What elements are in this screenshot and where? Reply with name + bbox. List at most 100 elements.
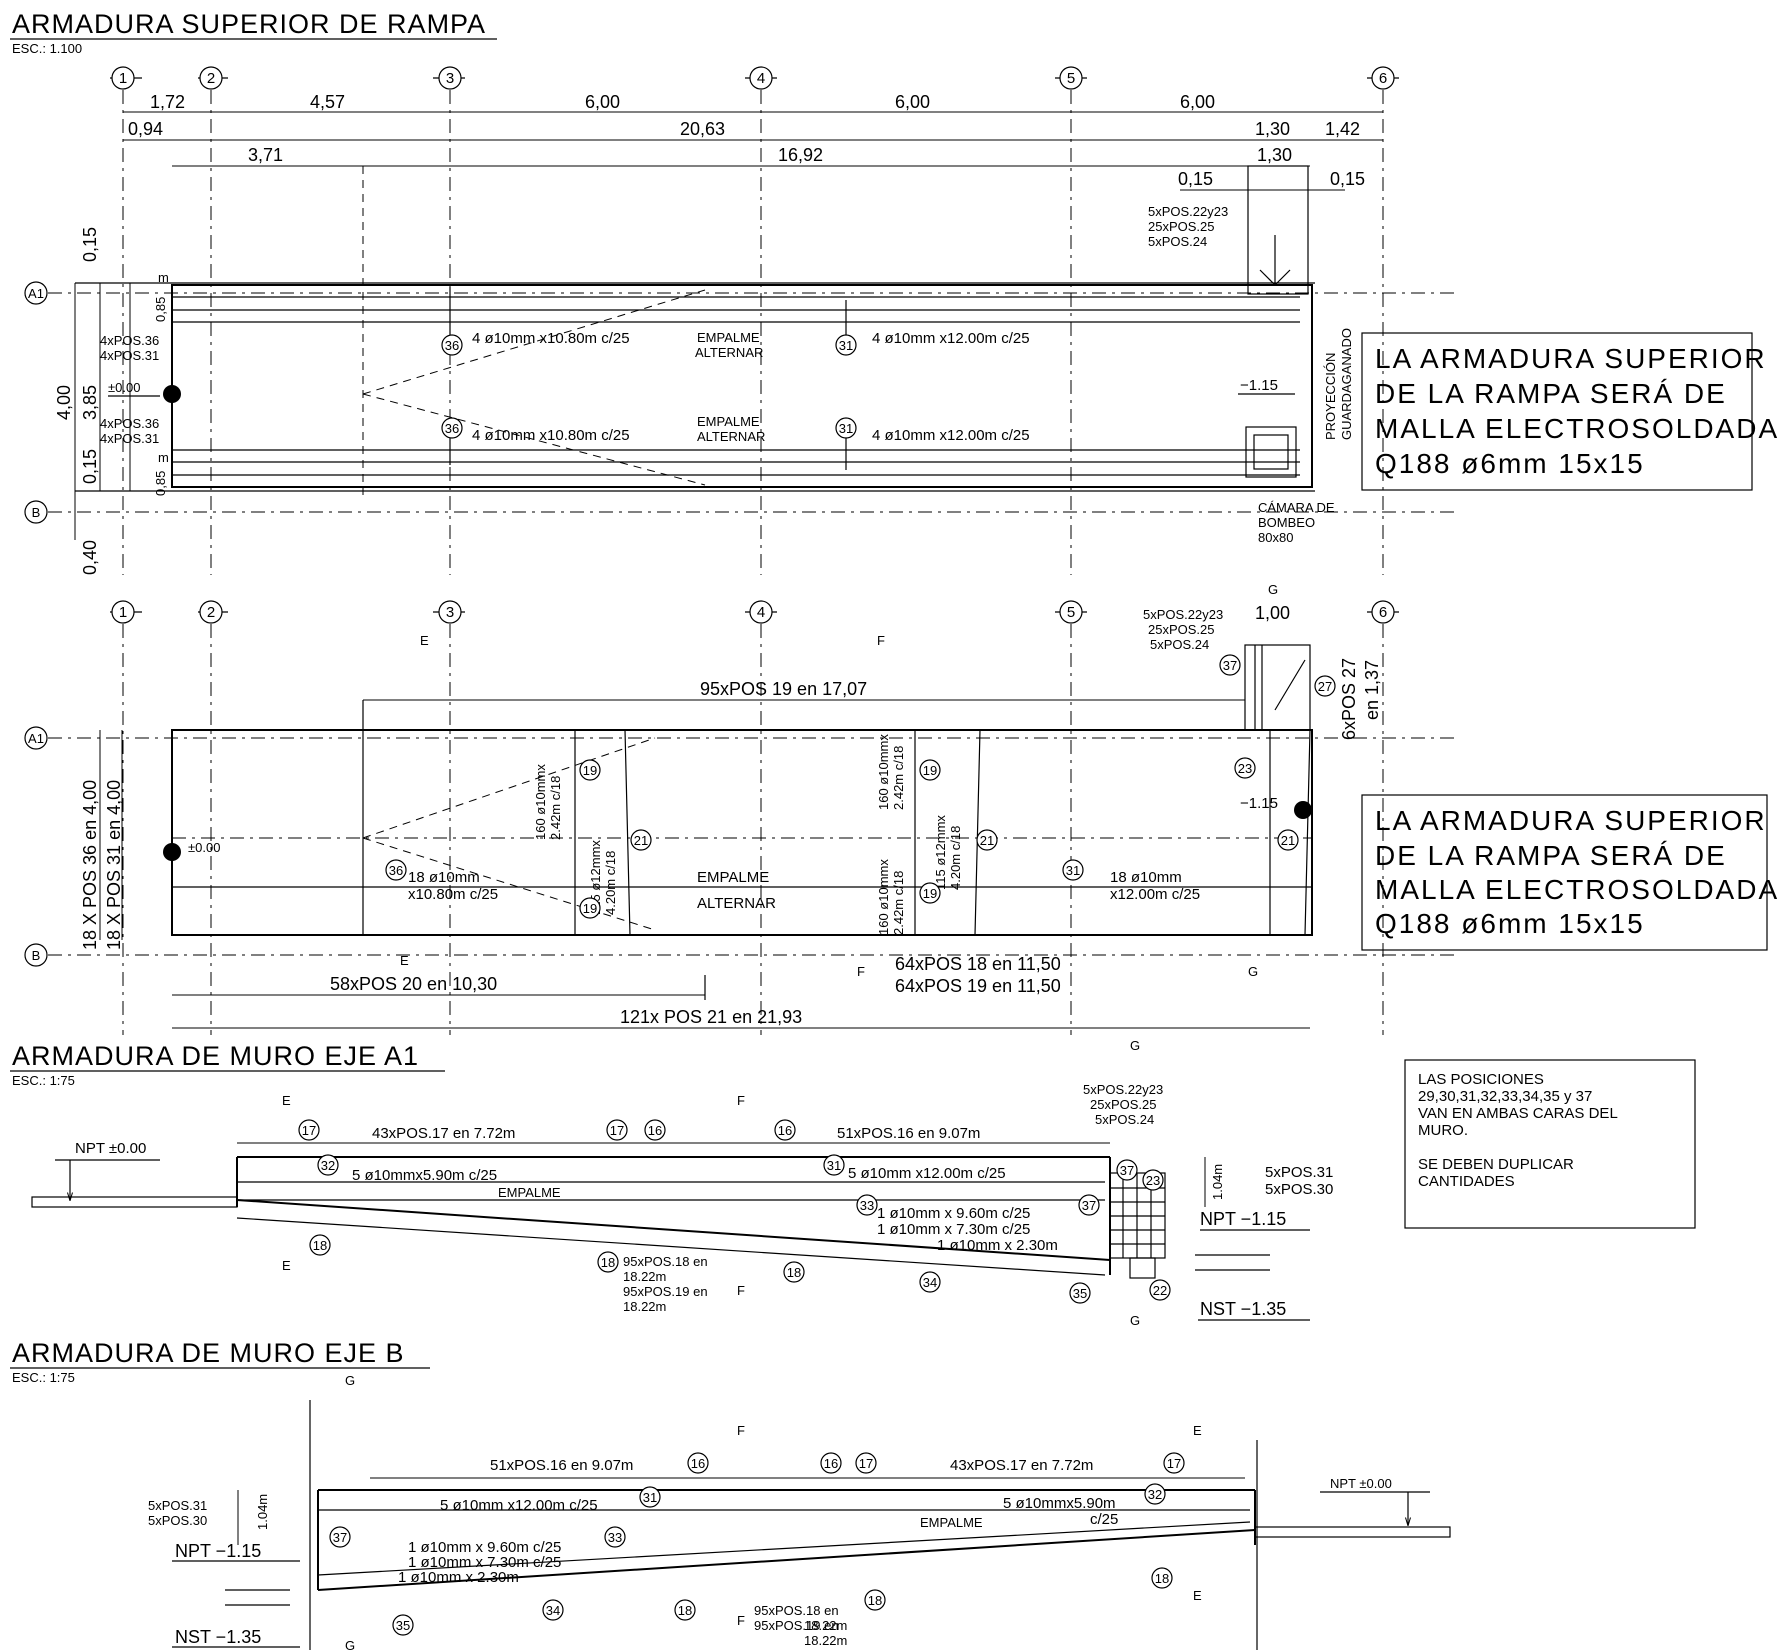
bubble-32a: 32	[317, 1154, 339, 1176]
svg-text:3: 3	[446, 70, 454, 87]
bubble-37a: 37	[1116, 1159, 1138, 1181]
bubble-18e: 18	[864, 1589, 886, 1611]
bar36-a: 18 ø10mm	[408, 869, 480, 886]
svg-text:32: 32	[321, 1158, 335, 1173]
camara-1: CÁMARA DE	[1258, 500, 1335, 515]
scale-label-b: ESC.: 1:75	[12, 1370, 75, 1385]
note-2-line-4: Q188 ø6mm 15x15	[1375, 908, 1645, 939]
svg-text:23: 23	[1238, 761, 1252, 776]
bubble-34a: 34	[919, 1271, 941, 1293]
pos18-a1-b: 18.22m	[623, 1269, 666, 1284]
cut-g-bot: G	[1248, 964, 1258, 979]
proyeccion-1: PROYECCIÓN	[1323, 353, 1338, 440]
stirrup-2a: 115 ø12mmx	[588, 840, 603, 915]
axis-bubble-5: 5	[1055, 66, 1087, 90]
unit-m-2: m	[158, 450, 169, 465]
plan1: ARMADURA SUPERIOR DE RAMPA ESC.: 1.100 1…	[10, 9, 1777, 575]
bar-31-label: 4 ø10mm x12.00m c/25	[872, 330, 1030, 347]
dim-left-6: 0,85	[153, 471, 168, 496]
svg-text:A1: A1	[28, 286, 44, 301]
bubble-35b: 35	[392, 1614, 414, 1636]
bottom-2: 64xPOS 18 en 11,50	[895, 954, 1061, 974]
level-zero: ±0.00	[108, 380, 140, 395]
axis-bubble-3b: 3	[433, 600, 465, 624]
svg-text:19: 19	[923, 886, 937, 901]
note-box-1	[1361, 332, 1753, 491]
cut-e-bot: E	[400, 953, 409, 968]
svg-text:31: 31	[827, 1158, 841, 1173]
note-box-2	[1361, 794, 1768, 951]
note-box-line-3: VAN EN AMBAS CARAS DEL	[1418, 1105, 1618, 1122]
bubble-34b: 34	[542, 1599, 564, 1621]
level-marker-3	[1294, 801, 1312, 819]
bar35-a1: 1 ø10mm x 2.30m	[937, 1237, 1058, 1254]
svg-text:31: 31	[839, 421, 853, 436]
npt0-b: NPT ±0.00	[1330, 1476, 1392, 1491]
bubble-33a: 33	[856, 1194, 878, 1216]
pos17-a1: 43xPOS.17 en 7.72m	[372, 1125, 515, 1142]
note-2-line-1: LA ARMADURA SUPERIOR	[1375, 805, 1767, 836]
note-box-line-7: CANTIDADES	[1418, 1173, 1515, 1190]
cut-g-top: G	[1268, 582, 1278, 597]
muro-b: ARMADURA DE MURO EJE B ESC.: 1:75 51xPOS…	[10, 1338, 1451, 1650]
svg-text:21: 21	[1281, 833, 1295, 848]
left-label-4: 4xPOS.31	[100, 431, 159, 446]
svg-text:37: 37	[1082, 1198, 1096, 1213]
pos16-a1: 51xPOS.16 en 9.07m	[837, 1125, 980, 1142]
pos19-a1-a: 95xPOS.19 en	[623, 1284, 708, 1299]
dim-low-3: 1,30	[1257, 145, 1292, 165]
svg-text:36: 36	[445, 338, 459, 353]
svg-text:4: 4	[757, 604, 765, 621]
svg-text:B: B	[32, 948, 41, 963]
dim-top-2: 4,57	[310, 92, 345, 112]
dim-left-2: 4,00	[54, 385, 74, 420]
pos19-a1-b: 18.22m	[623, 1299, 666, 1314]
empalme-2: EMPALME	[697, 414, 760, 429]
cut-e-a1-bot: E	[282, 1258, 291, 1273]
svg-text:35: 35	[396, 1618, 410, 1633]
bubble-18c: 18	[783, 1261, 805, 1283]
level-minus: −1.15	[1240, 377, 1278, 394]
bubble-37b: 37	[1078, 1194, 1100, 1216]
bubble-33b: 33	[604, 1526, 626, 1548]
proyeccion-2: GUARDAGANADO	[1339, 328, 1354, 440]
svg-text:19: 19	[583, 901, 597, 916]
note-box-line-1: LAS POSICIONES	[1418, 1071, 1544, 1088]
bar31-b: 5 ø10mm x12.00m c/25	[440, 1497, 598, 1514]
stirrup-4b: 4.20m c/18	[948, 826, 963, 890]
bar32-a1: 5 ø10mmx5.90m c/25	[352, 1167, 497, 1184]
svg-text:31: 31	[643, 1490, 657, 1505]
alternar-3: ALTERNAR	[697, 895, 776, 912]
svg-text:32: 32	[1148, 1487, 1162, 1502]
dim-low-1: 3,71	[248, 145, 283, 165]
svg-text:18: 18	[787, 1265, 801, 1280]
pos27: 6xPOS 27	[1339, 658, 1359, 740]
bar33-a1: 1 ø10mm x 9.60m c/25	[877, 1205, 1030, 1222]
svg-text:4: 4	[757, 70, 765, 87]
cut-f-top: F	[877, 633, 885, 648]
dim-top-1: 1,72	[150, 92, 185, 112]
axis-bubble-Bb: B	[24, 943, 48, 967]
left-label-2: 4xPOS.31	[100, 348, 159, 363]
pos16-b: 51xPOS.16 en 9.07m	[490, 1457, 633, 1474]
axis-bubble-2b: 2	[198, 600, 228, 624]
dim-mid-4: 1,42	[1325, 119, 1360, 139]
bubble-18b: 18	[597, 1251, 619, 1273]
dim-015b: 0,15	[1330, 169, 1365, 189]
cut-e-b-top: E	[1193, 1423, 1202, 1438]
empalme-1: EMPALME	[697, 330, 760, 345]
bubble-18d: 18	[674, 1599, 696, 1621]
dim-left-7: 0,40	[80, 540, 100, 575]
right-pos-2: 5xPOS.30	[1265, 1181, 1333, 1198]
svg-text:17: 17	[610, 1123, 624, 1138]
axis-bubble-A1: A1	[24, 281, 48, 305]
bar36-b: x10.80m c/25	[408, 886, 498, 903]
svg-text:37: 37	[1120, 1163, 1134, 1178]
bubble-18a: 18	[309, 1234, 331, 1256]
bubble-31c: 31	[1062, 859, 1084, 881]
svg-text:A1: A1	[28, 731, 44, 746]
svg-text:3: 3	[446, 604, 454, 621]
bubble-19c: 19	[579, 897, 601, 919]
axis-bubble-4: 4	[745, 66, 777, 90]
pos17-b: 43xPOS.17 en 7.72m	[950, 1457, 1093, 1474]
